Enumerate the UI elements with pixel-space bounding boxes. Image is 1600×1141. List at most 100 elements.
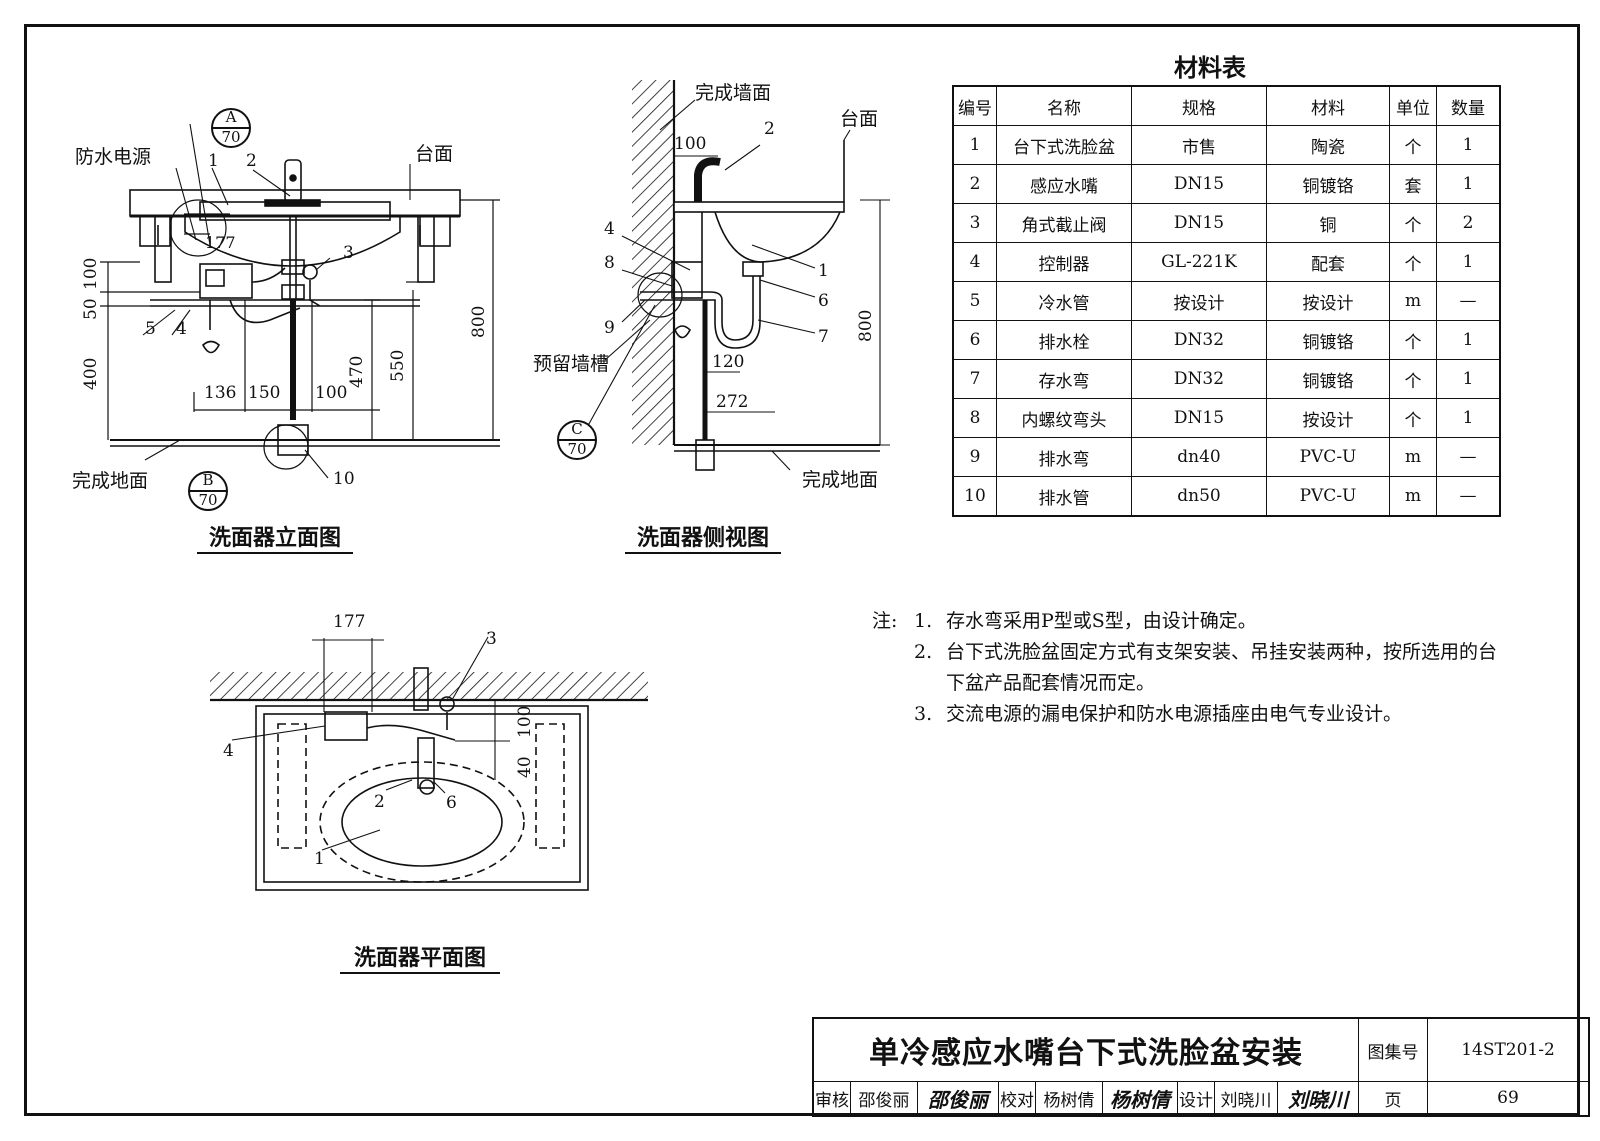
svg-text:8: 8 (604, 253, 615, 273)
designer-name: 刘晓川 (1214, 1081, 1278, 1116)
table-cell: 排水栓 (996, 320, 1132, 360)
elevation-labels: 防水电源 台面 完成地面 1 2 3 4 5 10 177 136 150 10… (72, 143, 489, 492)
design-label: 设计 (1177, 1081, 1215, 1116)
svg-text:预留墙槽: 预留墙槽 (533, 353, 609, 375)
atlas-number: 14ST201-2 (1427, 1017, 1590, 1082)
col-header-name: 名称 (996, 85, 1132, 126)
table-cell: 9 (952, 437, 997, 477)
table-cell: 控制器 (996, 242, 1132, 282)
svg-text:136: 136 (204, 383, 236, 403)
table-cell: 铜镀铬 (1266, 359, 1390, 399)
table-cell: 5 (952, 281, 997, 321)
drawing-title: 单冷感应水嘴台下式洗脸盆安装 (812, 1017, 1359, 1082)
svg-text:4: 4 (604, 219, 615, 239)
svg-text:150: 150 (248, 383, 280, 403)
notes: 注: 1. 存水弯采用P型或S型，由设计确定。 2. 台下式洗脸盆固定方式有支架… (872, 606, 1506, 730)
table-cell: 排水弯 (996, 437, 1132, 477)
svg-text:防水电源: 防水电源 (75, 146, 151, 168)
basin-outline (184, 216, 401, 267)
table-cell: 台下式洗脸盆 (996, 125, 1132, 165)
note-item: 注: 1. 存水弯采用P型或S型，由设计确定。 (872, 606, 1506, 637)
table-cell: 按设计 (1266, 281, 1390, 321)
plan-labels: 177 100 40 3 4 2 6 1 (223, 612, 535, 869)
notes-label: 注: (872, 610, 898, 632)
svg-text:70: 70 (198, 491, 217, 509)
svg-text:6: 6 (818, 291, 829, 311)
table-cell: 铜 (1266, 203, 1390, 243)
table-cell: 6 (952, 320, 997, 360)
designer-signature: 刘晓川 (1277, 1081, 1359, 1116)
side-counter (673, 201, 845, 213)
checker-signature: 杨树倩 (1102, 1081, 1178, 1116)
table-cell: — (1436, 437, 1501, 477)
elevation-callout-a: A 70 (211, 108, 251, 148)
table-cell: 1 (1436, 398, 1501, 438)
table-cell: DN15 (1131, 203, 1267, 243)
svg-text:完成墙面: 完成墙面 (695, 82, 771, 104)
svg-text:50: 50 (81, 298, 101, 320)
svg-text:40: 40 (515, 756, 535, 778)
svg-text:1: 1 (314, 849, 325, 869)
title-block: 单冷感应水嘴台下式洗脸盆安装 图集号 14ST201-2 审核 邵俊丽 邵俊丽 … (812, 1017, 1590, 1117)
table-cell: 铜镀铬 (1266, 164, 1390, 204)
svg-text:10: 10 (333, 469, 355, 489)
wall-hatch (632, 80, 674, 445)
table-cell: 市售 (1131, 125, 1267, 165)
table-cell: 按设计 (1131, 281, 1267, 321)
table-cell: PVC-U (1266, 476, 1390, 517)
table-cell: 角式截止阀 (996, 203, 1132, 243)
svg-text:完成地面: 完成地面 (802, 469, 878, 491)
svg-text:70: 70 (567, 440, 586, 458)
svg-text:B: B (202, 471, 213, 489)
svg-text:272: 272 (716, 392, 748, 412)
note-text: 台下式洗脸盆固定方式有支架安装、吊挂安装两种，按所选用的台下盆产品配套情况而定。 (946, 641, 1498, 694)
table-cell: GL-221K (1131, 242, 1267, 282)
note-text: 存水弯采用P型或S型，由设计确定。 (946, 610, 1257, 632)
table-cell: 个 (1389, 398, 1437, 438)
table-cell: DN32 (1131, 320, 1267, 360)
note-text: 交流电源的漏电保护和防水电源插座由电气专业设计。 (946, 703, 1403, 725)
table-cell: m (1389, 476, 1437, 517)
table-cell: dn40 (1131, 437, 1267, 477)
col-header-spec: 规格 (1131, 85, 1267, 126)
reviewer-signature: 邵俊丽 (917, 1081, 999, 1116)
plan-controller (324, 711, 368, 741)
table-cell: 3 (952, 203, 997, 243)
controller-box (199, 263, 253, 299)
table-cell: DN32 (1131, 359, 1267, 399)
side-controller (671, 261, 703, 299)
page-label: 页 (1358, 1081, 1428, 1116)
svg-text:100: 100 (81, 258, 101, 290)
svg-text:2: 2 (374, 792, 385, 812)
drawing-frame (24, 24, 1580, 1116)
plan-basin (341, 777, 503, 867)
svg-text:177: 177 (333, 612, 365, 632)
svg-text:70: 70 (221, 128, 240, 146)
svg-text:1: 1 (818, 261, 829, 281)
table-cell: — (1436, 281, 1501, 321)
note-number: 3. (914, 703, 933, 725)
table-cell: 个 (1389, 242, 1437, 282)
svg-text:120: 120 (712, 352, 744, 372)
table-cell: 个 (1389, 320, 1437, 360)
table-cell: 1 (1436, 125, 1501, 165)
plan-view (210, 636, 648, 891)
materials-title: 材料表 (1174, 54, 1246, 82)
col-header-no: 编号 (952, 85, 997, 126)
materials-header-row: 编号 名称 规格 材料 单位 数量 (952, 85, 1501, 126)
table-cell: PVC-U (1266, 437, 1390, 477)
note-item: 3. 交流电源的漏电保护和防水电源插座由电气专业设计。 (872, 699, 1506, 730)
svg-text:100: 100 (515, 706, 535, 738)
table-cell: 1 (952, 125, 997, 165)
note-number: 2. (914, 641, 933, 663)
table-cell: 个 (1389, 203, 1437, 243)
col-header-unit: 单位 (1389, 85, 1437, 126)
review-label: 审核 (812, 1081, 851, 1116)
table-cell: 1 (1436, 320, 1501, 360)
svg-text:3: 3 (486, 629, 497, 649)
